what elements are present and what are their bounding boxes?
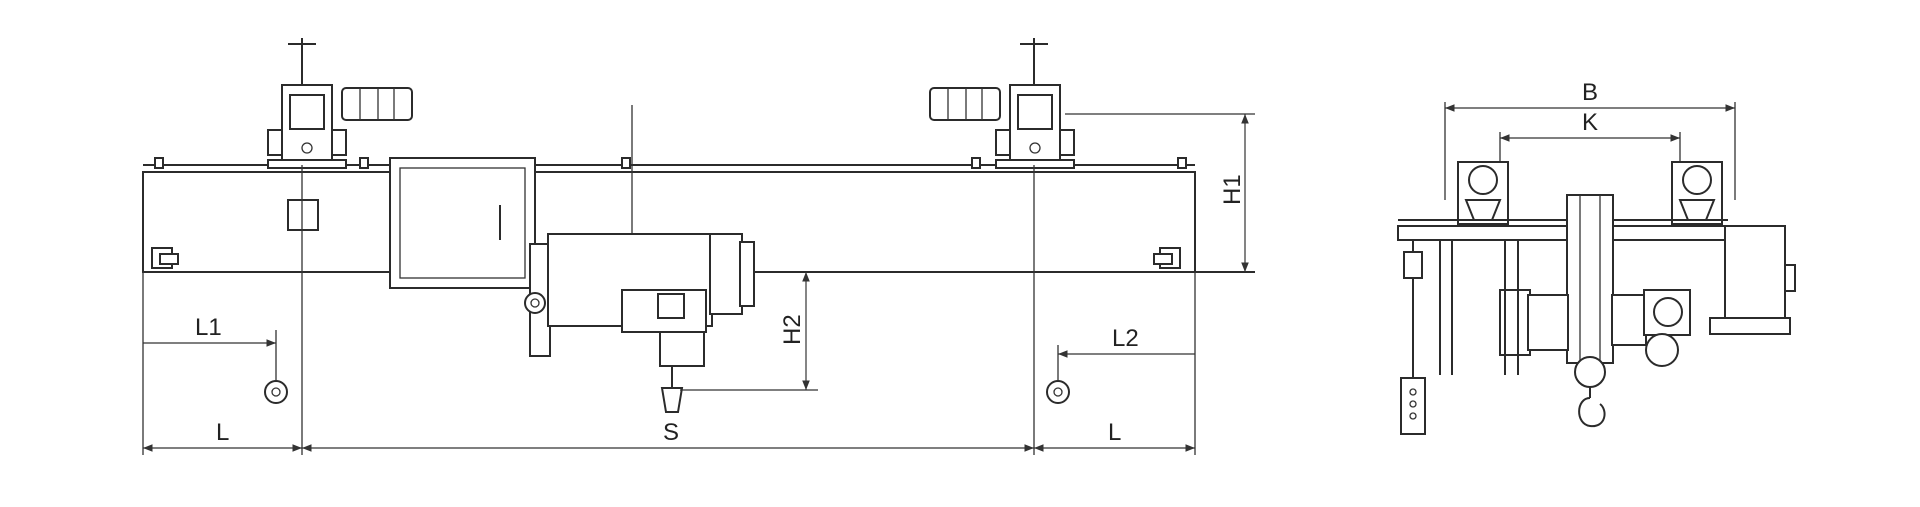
end-truck-left	[267, 38, 413, 169]
label-S: S	[663, 419, 679, 446]
girder-bolts	[154, 157, 1187, 169]
electric-hoist	[524, 233, 755, 413]
girder-panel	[287, 199, 319, 231]
end-truck-right	[929, 38, 1075, 169]
pendant-controller	[1400, 240, 1426, 435]
side-hook	[1574, 356, 1606, 428]
dim-L2: L2	[1058, 325, 1195, 358]
label-H1: H1	[1219, 174, 1246, 205]
dim-H2: H2	[680, 272, 818, 391]
hoist-column	[1566, 194, 1614, 364]
end-carriage	[1397, 225, 1729, 241]
wheel-right	[1671, 161, 1723, 225]
dim-chain: L S L	[143, 419, 1195, 452]
side-view: B K	[1397, 79, 1796, 435]
hook-right	[1046, 345, 1070, 404]
hoist-motor	[1499, 289, 1691, 367]
dim-L1: L1	[143, 314, 276, 347]
bracket	[1439, 239, 1520, 375]
side-drive-motor	[1709, 225, 1796, 335]
drive-motor-left	[341, 87, 413, 121]
wheel-left	[1457, 161, 1509, 225]
drive-motor-right	[929, 87, 1001, 121]
label-L-right: L	[1108, 419, 1121, 446]
label-L2: L2	[1112, 325, 1139, 352]
girder-frame	[389, 157, 536, 289]
dim-B: B	[1445, 79, 1735, 112]
label-B: B	[1582, 79, 1598, 106]
label-K: K	[1582, 109, 1598, 136]
end-stop-right	[1153, 247, 1181, 269]
label-L1: L1	[195, 314, 222, 341]
front-view: L1 L2 H1 H2 L S L	[142, 38, 1255, 455]
label-H2: H2	[779, 314, 806, 345]
hook-left	[264, 330, 288, 404]
end-stop-left	[151, 247, 179, 269]
label-L-left: L	[216, 419, 229, 446]
dim-H1: H1	[1065, 113, 1255, 272]
dim-K: K	[1500, 109, 1680, 142]
